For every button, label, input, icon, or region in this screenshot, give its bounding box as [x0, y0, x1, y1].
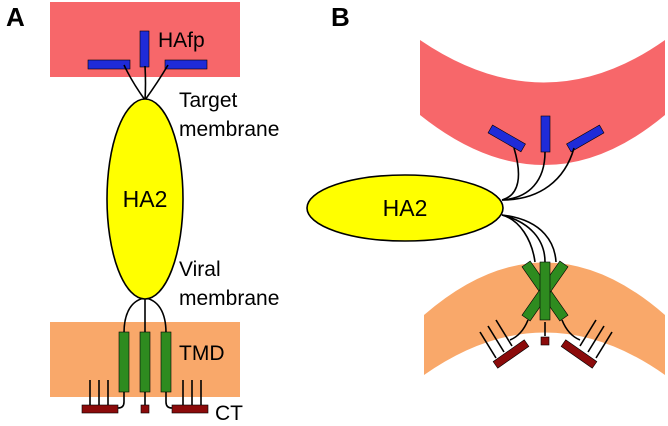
panel-a-tmd-left: [118, 331, 130, 393]
panel-b-target-membrane: [420, 40, 665, 165]
panel-a-tmd-label: TMD: [179, 342, 225, 365]
panel-a-viral-membrane-label-line1: Viral: [179, 258, 221, 281]
panel-a-target-membrane-label-line1: Target: [179, 89, 238, 112]
panel-b-label: B: [331, 2, 350, 32]
panel-b-fusion-peptide-left: [487, 124, 526, 153]
panel-a-tmd-right: [160, 331, 172, 393]
panel-a-target-membrane-label-line2: membrane: [179, 118, 279, 141]
panel-b-fusion-peptide-right: [566, 124, 605, 153]
panel-b: B: [306, 2, 665, 375]
panel-a-ct-label: CT: [215, 402, 243, 425]
panel-b-tail-connectors: [509, 319, 581, 341]
panel-b-fusion-peptides: [487, 115, 605, 153]
panel-b-tmd-3: [539, 261, 551, 321]
panel-b-lipid-tails: [479, 319, 613, 359]
panel-a-tail-center: [140, 404, 150, 414]
panel-a-tail-left: [81, 404, 119, 414]
panel-b-tmd-tethers: [501, 214, 557, 263]
panel-a-fusion-peptide-center: [139, 30, 150, 68]
panel-b-tail-center: [540, 336, 550, 346]
panel-b-fusion-tethers: [501, 147, 575, 201]
panel-b-fusion-peptide-center: [540, 115, 551, 153]
panel-b-transmembrane-domains: [521, 260, 569, 322]
panel-a-tail-connectors: [117, 392, 173, 409]
panel-a-fusion-tethers: [123, 64, 169, 101]
panel-a-lipid-tails: [89, 380, 202, 405]
panel-a-cytoplasmic-tails: [81, 404, 209, 414]
panel-a-fusion-peptide-right: [164, 59, 208, 70]
panel-a-viral-membrane-label-line2: membrane: [179, 287, 279, 310]
panel-a-ha2-label: HA2: [123, 186, 168, 212]
panel-a-transmembrane-domains: [118, 331, 172, 393]
panel-b-tail-left: [492, 339, 530, 369]
panel-a-label: A: [6, 2, 25, 32]
panel-a-tail-right: [171, 404, 209, 414]
panel-b-cytoplasmic-tails: [492, 336, 598, 369]
panel-b-ha2-label: HA2: [383, 195, 428, 221]
panel-a-ha2-protein: [106, 98, 184, 300]
panel-b-ha2-protein: [306, 174, 504, 242]
panel-a: A HAfp Target membrane: [6, 2, 279, 425]
panel-a-fusion-peptide-label: HAfp: [158, 29, 205, 52]
panel-a-tmd-center: [139, 331, 151, 393]
panel-a-fusion-peptide-left: [87, 59, 131, 70]
panel-b-tail-right: [560, 339, 598, 369]
